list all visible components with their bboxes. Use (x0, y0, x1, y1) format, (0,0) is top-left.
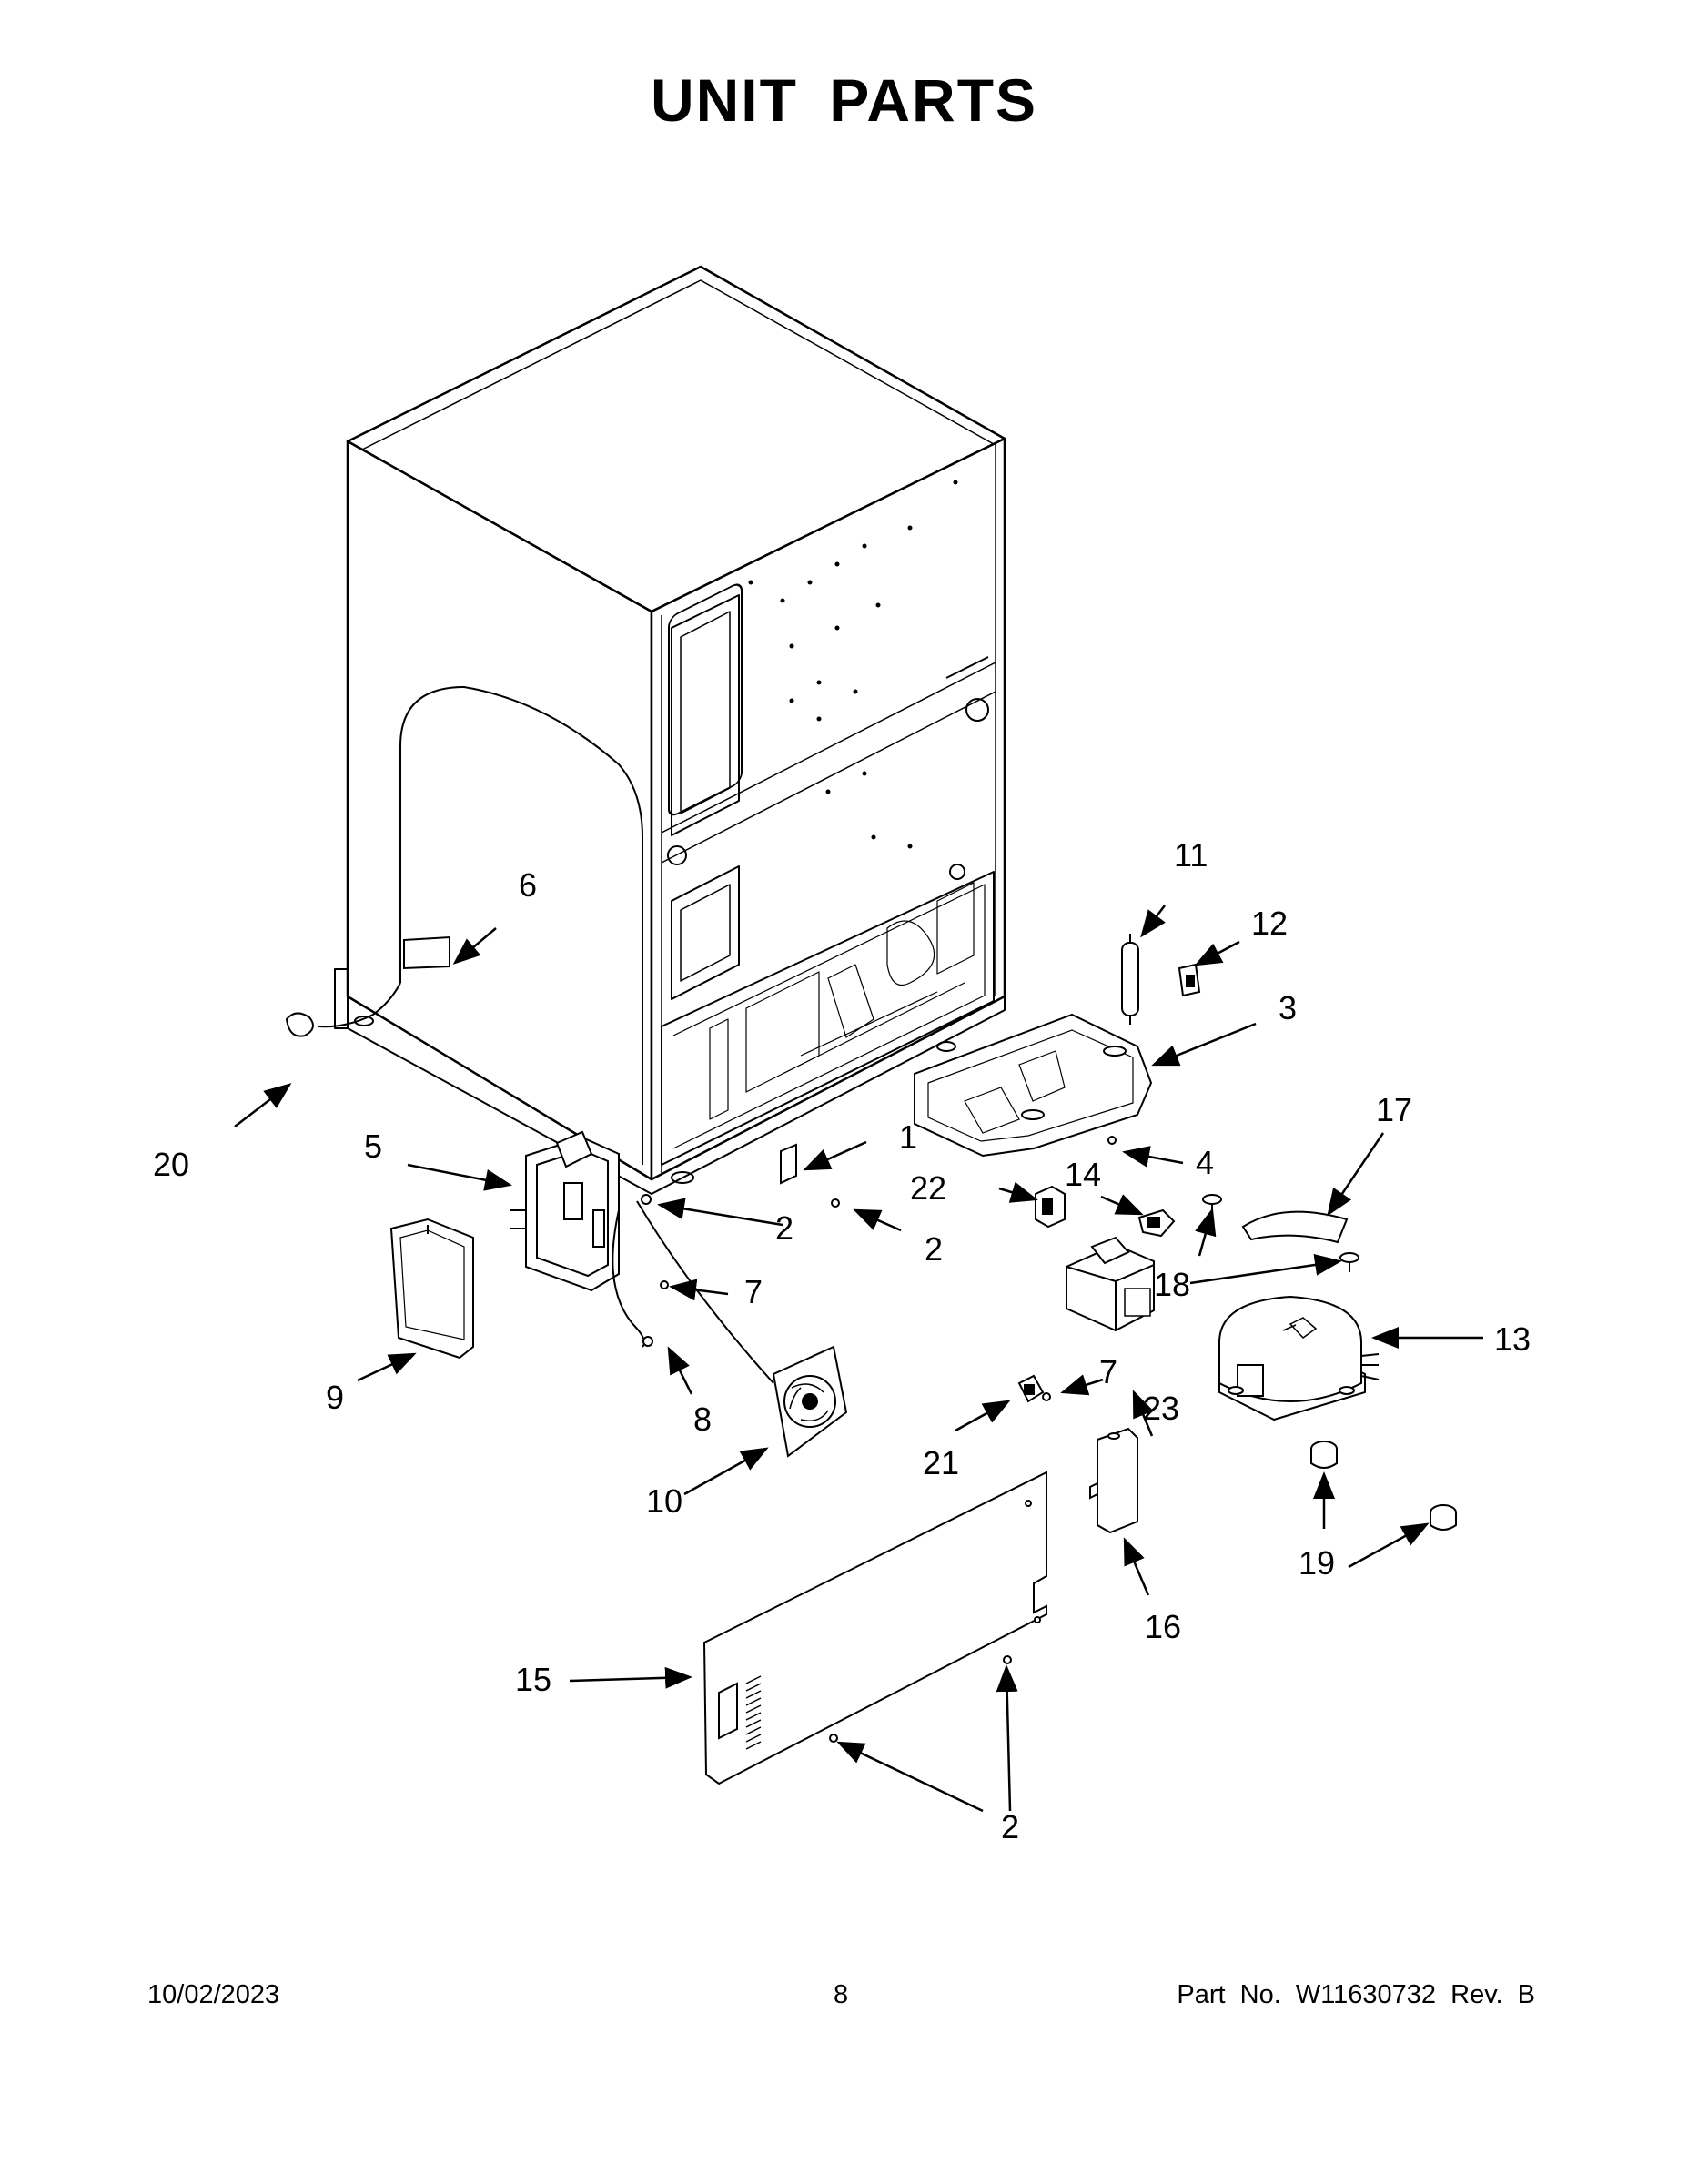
part-1-plate (780, 1143, 797, 1185)
part-16-control-box (1089, 1427, 1138, 1534)
callout-10: 10 (646, 1482, 682, 1520)
callout-13: 13 (1494, 1320, 1531, 1358)
leader-lines (234, 905, 1483, 1813)
part-6-tape (403, 935, 450, 970)
footer-date: 10/02/2023 (147, 1980, 280, 2009)
part-8-clip (612, 1209, 653, 1348)
part-9-cover (389, 1218, 474, 1360)
callout-21: 21 (923, 1444, 959, 1481)
cabinet-holes (748, 480, 958, 849)
part-20-power-cord (285, 982, 401, 1037)
callout-5: 5 (364, 1127, 382, 1165)
callout-7a: 7 (744, 1273, 763, 1310)
callout-6: 6 (519, 866, 537, 904)
part-11-filter-drier (1121, 934, 1139, 1025)
callout-20: 20 (153, 1146, 189, 1183)
footer-part-number: Part No. W11630732 Rev. B (1177, 1980, 1535, 2009)
part-10-condenser-fan (636, 1200, 848, 1458)
callout-23: 23 (1143, 1390, 1179, 1427)
callout-2a: 2 (775, 1209, 793, 1247)
callout-labels: 1 2 2 2 3 4 5 6 7 7 8 9 10 11 12 13 14 1… (153, 836, 1531, 1845)
callout-18: 18 (1154, 1266, 1190, 1303)
callout-11: 11 (1174, 836, 1208, 874)
callout-3: 3 (1279, 989, 1297, 1026)
part-23-start-device (1066, 1236, 1155, 1332)
part-15-access-panel (702, 1471, 1047, 1785)
callout-4: 4 (1196, 1144, 1214, 1181)
callout-7b: 7 (1099, 1353, 1117, 1390)
part-12-clip (1178, 963, 1201, 997)
callout-14: 14 (1065, 1156, 1101, 1193)
callout-15: 15 (515, 1661, 551, 1698)
screws (641, 1136, 1117, 1743)
callout-9: 9 (326, 1379, 344, 1416)
part-5-bracket (510, 1130, 620, 1292)
callout-8: 8 (693, 1400, 712, 1438)
callout-2c: 2 (1001, 1808, 1019, 1845)
refrigerator-cabinet (334, 265, 1006, 1195)
callout-19: 19 (1299, 1544, 1335, 1582)
page-title: UNIT PARTS (650, 66, 1038, 134)
part-17-cover (1241, 1210, 1349, 1244)
callout-1: 1 (899, 1118, 917, 1156)
callout-16: 16 (1145, 1608, 1181, 1645)
part-22-relay (1035, 1185, 1066, 1228)
callout-17: 17 (1376, 1091, 1412, 1128)
part-13-compressor (1218, 1295, 1380, 1421)
part-3-drain-pan (914, 1013, 1153, 1158)
part-19-grommets (1310, 1441, 1457, 1531)
callout-12: 12 (1251, 905, 1288, 942)
part-21-bracket (1017, 1374, 1045, 1403)
part-14-overload (1137, 1208, 1176, 1238)
callout-2b: 2 (925, 1230, 943, 1268)
footer-page-number: 8 (834, 1980, 849, 2009)
callout-22: 22 (910, 1169, 946, 1207)
